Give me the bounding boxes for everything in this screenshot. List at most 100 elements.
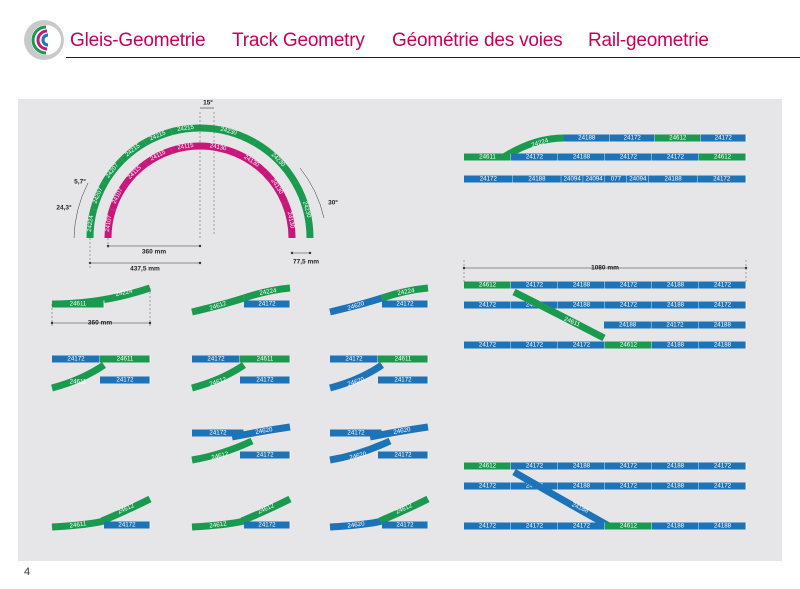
track-label: 24094 [564, 176, 582, 183]
track-label: 24172 [67, 356, 85, 363]
track-label: 24172 [480, 176, 498, 183]
dimension-tick [290, 251, 294, 255]
track-label: 24172 [256, 452, 274, 459]
track-segment [558, 301, 605, 309]
track-label: 24188 [667, 302, 685, 309]
track-label: 24188 [619, 322, 637, 329]
track-segment [380, 284, 429, 302]
track-segment [240, 376, 290, 384]
dimension-tick [148, 321, 152, 325]
track-segment [558, 341, 605, 349]
track-segment [699, 153, 746, 161]
track-label: 24188 [667, 523, 685, 530]
track-segment [100, 495, 152, 525]
track-label: 24612 [479, 282, 497, 289]
track-label: 24172 [118, 522, 136, 529]
track-segment [464, 175, 513, 183]
track-segment [605, 341, 652, 349]
track-segment [143, 147, 173, 167]
track-segment [564, 134, 610, 142]
track-segment [292, 181, 314, 239]
track-label: 24224 [115, 288, 134, 299]
track-label: 24172 [526, 463, 544, 470]
track-segment [464, 482, 511, 490]
track-segment [652, 341, 699, 349]
track-segment [583, 175, 605, 183]
track-segment [464, 281, 511, 289]
track-segment [652, 482, 699, 490]
track-segment [253, 139, 299, 185]
track-segment [242, 284, 291, 302]
track-label: 24188 [578, 135, 596, 142]
track-segment [100, 376, 150, 384]
track-segment [698, 321, 746, 329]
dimension-label: 30° [328, 199, 338, 207]
track-segment [558, 522, 605, 530]
track-segment [369, 423, 429, 441]
track-segment [511, 341, 558, 349]
track-label: 24172 [715, 135, 733, 142]
track-segment [699, 281, 746, 289]
track-label: 24172 [209, 430, 227, 437]
angle-arc [73, 182, 89, 239]
track-label: 24172 [714, 282, 732, 289]
track-segment [605, 281, 652, 289]
track-segment [330, 429, 382, 437]
track-label: 24172 [396, 522, 414, 529]
track-label: 24172 [258, 301, 276, 308]
track-label: 24620 [349, 450, 368, 461]
track-segment [170, 142, 201, 154]
track-segment [191, 437, 254, 464]
track-label: 24207 [92, 186, 104, 204]
track-segment [626, 175, 649, 183]
track-segment [511, 522, 558, 530]
track-segment [558, 462, 605, 470]
dimension-label: 360 mm [88, 320, 112, 327]
track-label: 24172 [573, 342, 591, 349]
track-label: 24611 [563, 316, 582, 329]
track-segment [558, 153, 605, 161]
track-label: 24612 [669, 135, 687, 142]
track-label: 24172 [620, 302, 638, 309]
track-label: 24172 [345, 356, 363, 363]
track-segment [464, 462, 511, 470]
track-segment [511, 281, 558, 289]
track-segment [648, 175, 698, 183]
track-segment [101, 157, 125, 185]
dimension-tick [198, 261, 202, 265]
track-label: 24224 [397, 287, 416, 297]
track-segment [100, 355, 150, 363]
track-segment [652, 522, 699, 530]
track-label: 24188 [573, 302, 591, 309]
track-label: 24620 [393, 426, 412, 436]
track-segment [512, 288, 606, 342]
track-label: 24612 [620, 342, 638, 349]
track-label: 24612 [620, 523, 638, 530]
track-label: 24230 [220, 127, 238, 137]
track-segment [605, 175, 627, 183]
track-segment [329, 517, 383, 531]
track-segment [329, 362, 384, 392]
track-segment [512, 175, 562, 183]
track-segment [330, 355, 378, 363]
track-label: 24172 [620, 154, 638, 161]
track-label: 24620 [347, 376, 366, 388]
track-segment [86, 208, 98, 239]
track-segment [561, 175, 584, 183]
dimension-label: 360 mm [142, 249, 166, 256]
track-segment [170, 124, 201, 136]
track-segment [605, 462, 652, 470]
track-label: 24172 [347, 430, 365, 437]
track-label: 24107 [105, 214, 114, 232]
track-label: 24188 [573, 463, 591, 470]
track-label: 24612 [714, 154, 732, 161]
track-label: 24188 [573, 154, 591, 161]
track-label: 24611 [395, 356, 412, 363]
track-label: 24215 [149, 130, 167, 142]
dimension-tick [50, 321, 54, 325]
track-label: 24130 [286, 211, 295, 229]
track-segment [104, 521, 150, 529]
track-label: 24130 [209, 143, 227, 152]
track-label: 24172 [666, 322, 684, 329]
